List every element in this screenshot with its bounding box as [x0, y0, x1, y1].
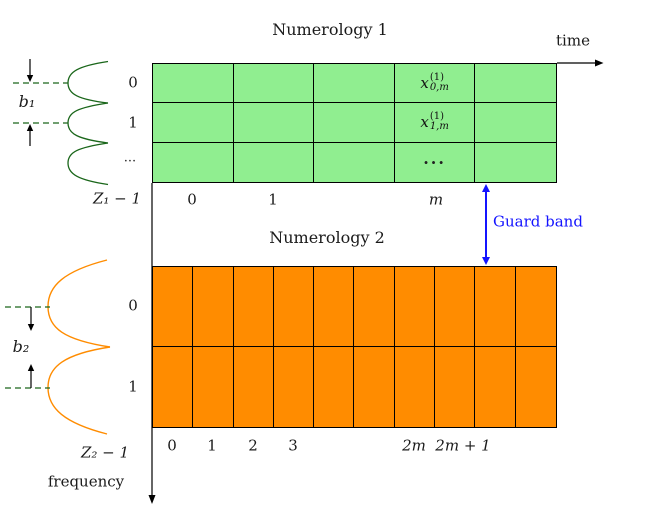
grid-cell [354, 347, 395, 427]
grid-cell [435, 267, 476, 347]
b1-dashed-lines [13, 82, 68, 124]
frequency-axis-label: frequency [47, 472, 125, 491]
grid-cell [193, 267, 234, 347]
n2-row-label-last: Z₂ − 1 [80, 443, 130, 462]
grid-cell [516, 347, 556, 427]
grid-cell [394, 267, 436, 347]
n1-row-label-last: Z₁ − 1 [92, 189, 142, 208]
numerology2-grid [152, 266, 557, 428]
n2-col-label-3: 3 [288, 436, 298, 455]
cell-ellipsis: ··· [423, 152, 446, 172]
n1-col-label-1: 1 [268, 190, 278, 209]
b1-dimension-arrows [26, 59, 34, 146]
grid-cell: x(1)0,m [394, 64, 476, 104]
n2-row-label-1: 1 [128, 377, 138, 396]
grid-cell [395, 347, 436, 427]
grid-cell [234, 347, 274, 427]
grid-cell: x(1)1,m [394, 103, 476, 143]
b1-bandwidth-label: b₁ [18, 92, 36, 111]
grid-cell [153, 142, 234, 182]
grid-cell [153, 267, 194, 347]
time-axis-arrow [557, 59, 604, 67]
grid-cell [314, 347, 355, 427]
grid-cell [354, 267, 395, 347]
grid-cell [233, 64, 315, 104]
grid-cell [314, 142, 395, 182]
grid-cell [234, 142, 315, 182]
grid-cell [314, 64, 395, 104]
grid-cell [475, 103, 556, 143]
grid-cell [475, 64, 556, 104]
grid-cell [153, 347, 194, 427]
grid-cell [273, 267, 315, 347]
grid-cell [515, 267, 556, 347]
numerology2-title: Numerology 2 [269, 228, 385, 247]
cell-symbol-label: x(1)0,m [420, 71, 449, 94]
cell-symbol-label: x(1)1,m [420, 110, 449, 133]
n2-col-label-2m1: 2m + 1 [435, 436, 491, 455]
n1-row-label-1: 1 [128, 113, 138, 132]
grid-cell [233, 103, 315, 143]
grid-cell [153, 64, 234, 104]
grid-cell: ··· [395, 142, 476, 182]
guard-band-label: Guard band [493, 212, 583, 231]
grid-cell [314, 267, 355, 347]
grid-cell [435, 347, 476, 427]
grid-cell [153, 103, 234, 143]
grid-cell [233, 267, 274, 347]
grid-cell [193, 347, 234, 427]
n2-col-label-2m: 2m [402, 436, 426, 455]
n2-col-label-1: 1 [207, 436, 217, 455]
time-axis-label: time [556, 31, 590, 50]
n1-row-label-0: 0 [128, 73, 138, 92]
grid-cell [475, 143, 556, 182]
n1-row-label-dots: ... [123, 150, 137, 166]
n2-col-label-2: 2 [248, 436, 258, 455]
guard-band-arrow [482, 184, 490, 265]
b2-dimension-arrows [27, 307, 35, 388]
b2-dashed-lines [5, 306, 50, 389]
numerology2-pulse-curves [47, 259, 111, 435]
grid-cell [475, 347, 516, 427]
grid-cell [314, 103, 395, 143]
n2-col-label-0: 0 [167, 436, 177, 455]
b2-bandwidth-label: b₂ [12, 337, 30, 356]
numerology1-title: Numerology 1 [272, 20, 388, 39]
grid-cell [274, 347, 315, 427]
n1-col-label-m: m [428, 190, 444, 209]
n2-row-label-0: 0 [128, 296, 138, 315]
numerology1-grid: x(1)0,m x(1)1,m ··· [152, 63, 557, 183]
n1-col-label-0: 0 [187, 190, 197, 209]
grid-cell [475, 267, 516, 347]
numerology1-pulse-curves [67, 60, 109, 186]
